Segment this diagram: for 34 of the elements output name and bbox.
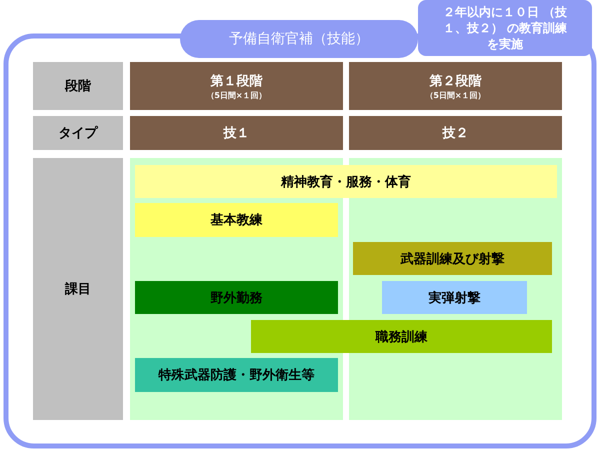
cell-text: 精神教育・服務・体育	[281, 174, 411, 190]
cell-text: 第２段階	[430, 72, 482, 90]
cell-text: タイプ	[58, 124, 98, 142]
cell-text: 実弾射撃	[428, 290, 480, 306]
cell-text: 第１段階	[210, 72, 262, 90]
note-box	[418, 0, 592, 56]
cell-text: 特殊武器防護・野外衛生等	[158, 367, 314, 384]
cell-text: 予備自衛官補（技能）	[229, 30, 369, 48]
cell-text: 技２	[442, 125, 468, 142]
header-cell	[33, 116, 123, 150]
header-cell	[33, 62, 123, 110]
duration-text: （5日間×１回）	[425, 90, 486, 100]
cell-text: 職務訓練	[376, 328, 428, 346]
duration-text: （5日間×１回）	[206, 90, 267, 100]
subject-bar	[251, 320, 552, 353]
header-cell	[349, 116, 562, 150]
cell-text: 武器訓練及び射撃	[400, 250, 504, 268]
header-cell	[130, 62, 343, 110]
cell-text: 基本教練	[210, 212, 262, 229]
title-pill	[180, 20, 418, 58]
cell-text: 野外勤務	[210, 290, 262, 306]
subject-bar	[135, 358, 338, 392]
subject-bar	[353, 242, 552, 275]
cell-text: ２年以内に１０日 （技１、技２） の教育訓練を実施	[442, 4, 568, 52]
header-cell	[349, 62, 562, 110]
header-cell	[130, 116, 343, 150]
cell-text: 技１	[224, 125, 250, 142]
cell-text: 課目	[65, 281, 91, 298]
subject-bar	[135, 203, 338, 237]
cell-text: 段階	[65, 78, 91, 95]
subject-bar	[135, 165, 557, 198]
header-cell	[33, 158, 123, 420]
subject-bar	[135, 281, 338, 314]
subject-bar	[382, 281, 527, 314]
